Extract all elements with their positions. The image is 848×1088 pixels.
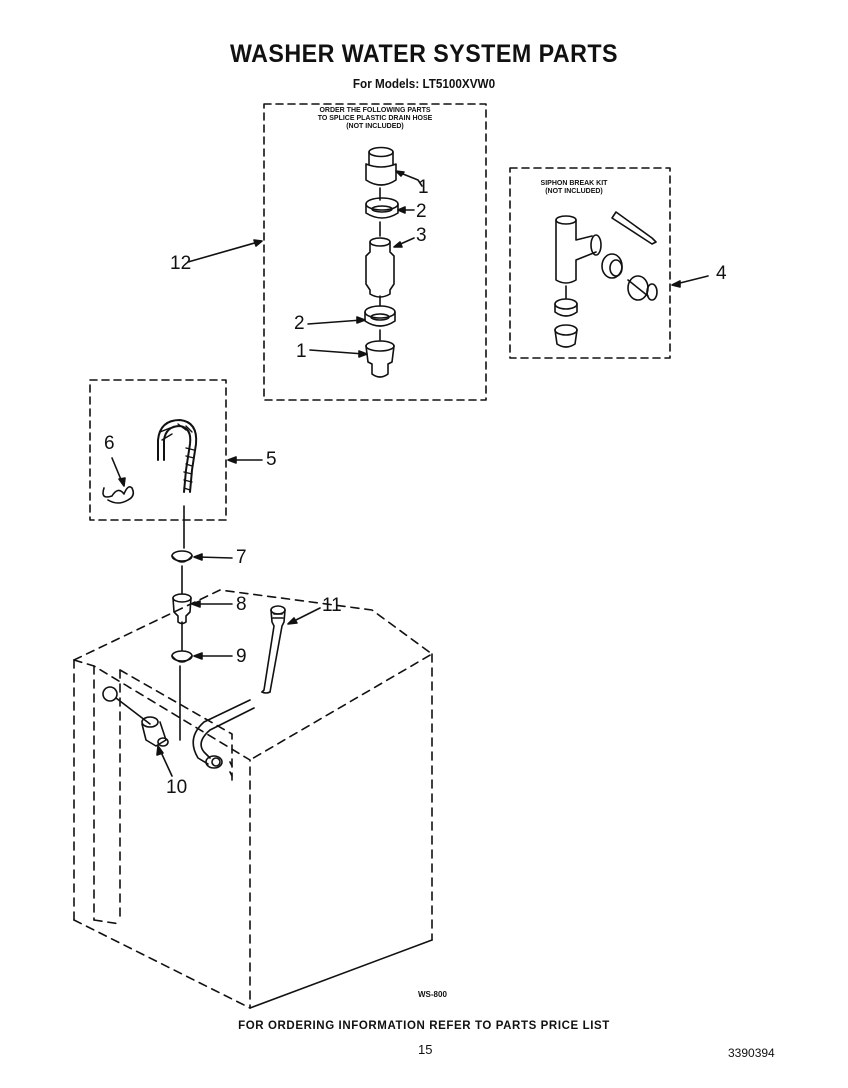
washer-cabinet-outline (73, 589, 433, 1009)
hose-tie-wire (102, 486, 135, 504)
pump-outlet-circle (102, 686, 118, 702)
siphon-kit-note: SIPHON BREAK KIT (NOT INCLUDED) (516, 180, 632, 196)
callout-12: 12 (170, 253, 192, 274)
splice-connector-bottom (365, 340, 395, 378)
clamp-7 (171, 550, 193, 563)
siphon-tee (555, 215, 602, 284)
splice-note-line1: ORDER THE FOLLOWING PARTS (319, 107, 431, 114)
splice-coupling (365, 237, 395, 298)
callout-5: 5 (266, 449, 277, 470)
siphon-connector-side (627, 275, 658, 301)
callout-1-top: 1 (418, 177, 429, 198)
clamp-9 (171, 650, 193, 663)
callout-4: 4 (716, 263, 727, 284)
callout-7: 7 (236, 547, 247, 568)
callout-9: 9 (236, 646, 247, 667)
splice-kit-note: ORDER THE FOLLOWING PARTS TO SPLICE PLAS… (270, 107, 480, 131)
siphon-clamp-bottom (554, 298, 578, 317)
callout-11: 11 (322, 595, 342, 616)
splice-note-line3: (NOT INCLUDED) (346, 123, 404, 130)
connector-8 (172, 593, 192, 625)
corrugated-drain-hose (157, 419, 198, 493)
document-part-number: 3390394 (728, 1046, 775, 1060)
model-subtitle: For Models: LT5100XVW0 (352, 76, 496, 91)
callout-8: 8 (236, 594, 247, 615)
siphon-note-line1: SIPHON BREAK KIT (540, 180, 608, 187)
callout-1-bottom: 1 (296, 341, 307, 362)
page-title: WASHER WATER SYSTEM PARTS (230, 40, 618, 68)
siphon-cap (611, 211, 657, 245)
splice-clamp-top (365, 197, 399, 219)
splice-note-line2: TO SPLICE PLASTIC DRAIN HOSE (317, 115, 433, 122)
callout-6: 6 (104, 433, 115, 454)
drain-fitting-10 (141, 716, 169, 747)
splice-kit-box (263, 103, 487, 401)
siphon-clamp-side (601, 253, 623, 279)
splice-connector-top (365, 146, 397, 186)
callout-2-top: 2 (416, 201, 427, 222)
splice-clamp-bottom (364, 305, 396, 327)
callout-10: 10 (166, 777, 188, 798)
drawing-code: WS-800 (418, 990, 447, 999)
siphon-connector-bottom (554, 324, 578, 348)
siphon-kit-box (509, 167, 671, 359)
internal-drain-hose (192, 699, 255, 777)
ordering-note: FOR ORDERING INFORMATION REFER TO PARTS … (238, 1020, 610, 1032)
page-number: 15 (418, 1042, 433, 1057)
callout-3: 3 (416, 225, 427, 246)
drain-hose-box (89, 379, 227, 521)
callout-2-bottom: 2 (294, 313, 305, 334)
siphon-note-line2: (NOT INCLUDED) (545, 188, 603, 195)
inlet-hose-11 (261, 605, 286, 694)
